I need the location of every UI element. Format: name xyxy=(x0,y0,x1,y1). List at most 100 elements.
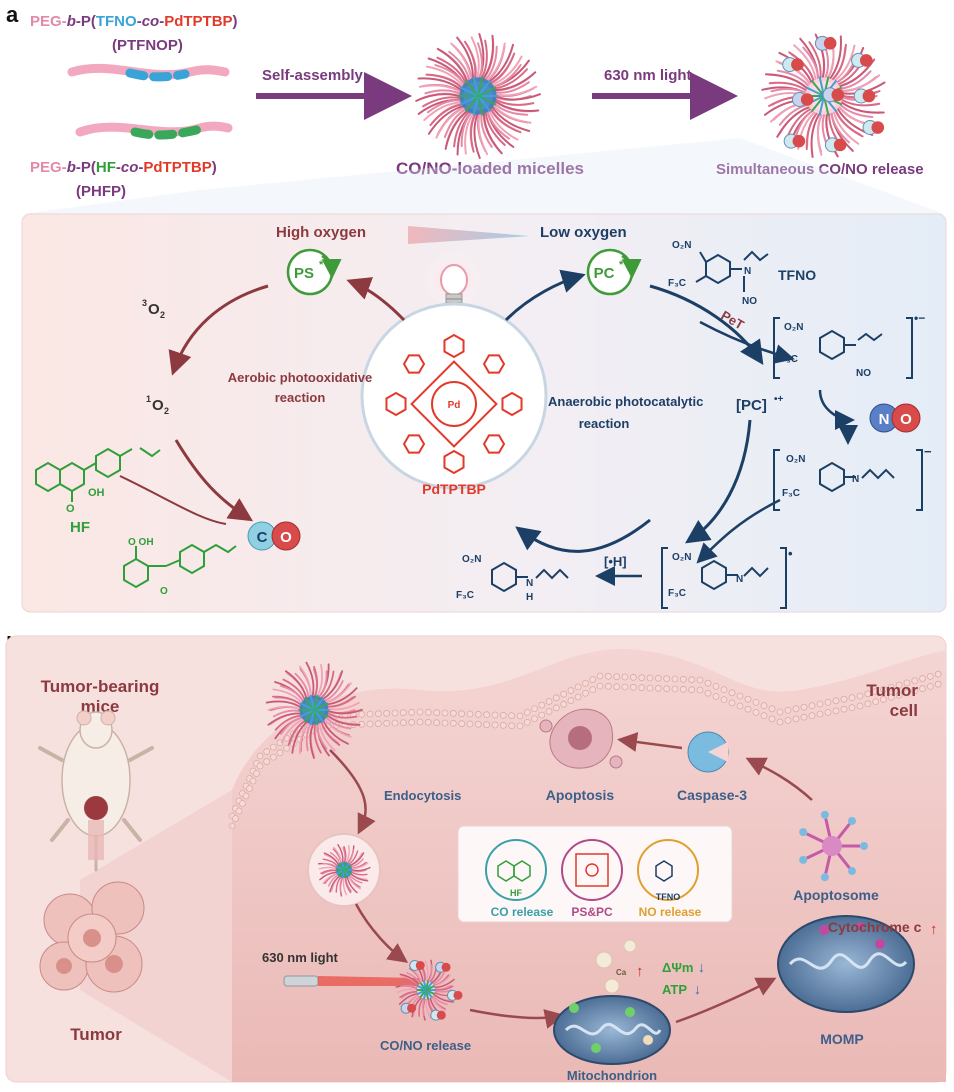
tfno-n: N xyxy=(744,266,751,277)
hf-oh: OH xyxy=(88,487,105,499)
aerobic-label-1: Aerobic photooxidative xyxy=(228,370,372,385)
light-bulb-icon xyxy=(424,250,484,310)
product-nh: N xyxy=(526,578,533,589)
hf-label: HF xyxy=(70,519,90,536)
endocytosed-micelle xyxy=(318,844,371,897)
tfno-no2: O₂N xyxy=(672,240,691,251)
phfp-label: PEG-b-P(HF-co-PdTPTBP) xyxy=(30,159,217,176)
atp-label: ATP xyxy=(662,982,687,997)
phfp-polymer xyxy=(75,121,233,140)
product-no2: O₂N xyxy=(462,554,481,565)
endocytosis-arrow xyxy=(329,749,376,835)
momp-mitochondrion xyxy=(777,915,915,1013)
tumor-cell-label-1: Tumor xyxy=(866,681,918,700)
apoptosome-to-caspase-arrow xyxy=(745,757,813,801)
ptfnop-pd: PdTPTBP xyxy=(164,13,232,30)
ptfnop-label: PEG-b-P(TFNO-co-PdTPTBP) xyxy=(30,13,238,30)
self-assembly-label: Self-assembly xyxy=(262,67,364,84)
aminyl-radical-molecule xyxy=(661,547,787,609)
pc-radical-sign: •+ xyxy=(774,394,784,405)
tfno-radical-anion xyxy=(773,317,913,379)
inset-co-release: CO release xyxy=(491,905,554,919)
releasing-micelle xyxy=(761,33,886,158)
singlet-oxygen-label: 1 O 2 xyxy=(146,394,169,416)
svg-text:2: 2 xyxy=(164,406,169,416)
product-o: O xyxy=(160,586,168,597)
ptfnop-tfno: TFNO xyxy=(96,13,137,30)
caspase-3-icon xyxy=(687,731,729,773)
co-no-release-label: CO/NO release xyxy=(380,1038,471,1053)
laser-light-label: 630 nm light xyxy=(262,950,339,965)
pc-radical-cation-label: [PC] xyxy=(736,397,767,414)
hf-molecule xyxy=(35,447,161,502)
calcium-ions xyxy=(595,939,637,994)
panel-a-letter: a xyxy=(6,2,19,27)
apoptosome-illustration xyxy=(799,810,868,882)
ptfnop-p: -P( xyxy=(76,13,96,30)
caspase-label: Caspase-3 xyxy=(677,787,747,803)
radical2-sign: • xyxy=(788,546,793,561)
inset-ps-pc-cycle xyxy=(561,839,623,901)
arrow-tfno-to-radical xyxy=(699,320,795,364)
light-label-a: 630 nm light xyxy=(604,67,692,84)
apoptosome-label: Apoptosome xyxy=(793,887,879,903)
laser-fiber-icon xyxy=(283,975,420,987)
ptfnop-peg: PEG- xyxy=(30,13,67,30)
pc-label: PC xyxy=(594,265,615,282)
dpsi-label: ΔΨm xyxy=(662,960,693,975)
caspase-to-apoptosis-arrow xyxy=(617,732,683,752)
arrow-no-release xyxy=(818,389,855,430)
aminyl-anion-molecule xyxy=(773,449,923,511)
product-oh: O OH xyxy=(128,537,154,548)
anaerobic-label-1: Anaerobic photocatalytic xyxy=(548,394,703,409)
mitochondrion-label: Mitochondrion xyxy=(567,1068,657,1083)
anaerobic-label-2: reaction xyxy=(579,416,630,431)
co-molecule-icon: C O xyxy=(247,521,301,551)
apoptosis-label: Apoptosis xyxy=(546,787,615,803)
singlet-o: O xyxy=(152,397,164,414)
phfp-dash1: - xyxy=(116,159,121,176)
mito-to-momp-arrow xyxy=(675,977,777,1024)
inset-tfno-label: TFNO xyxy=(656,892,681,902)
co-no-loaded-micelle xyxy=(415,33,541,159)
tfno-cf3: F₃C xyxy=(668,278,686,289)
pdtptbp-structure: Pd xyxy=(385,333,523,475)
amine-product-molecule xyxy=(491,561,569,593)
ptfnop-b: b xyxy=(67,13,76,30)
radical2-no2: O₂N xyxy=(672,552,691,563)
ps-star: * xyxy=(319,259,324,271)
phfp-hf: HF xyxy=(96,159,116,176)
arrow-radical-down xyxy=(685,419,752,544)
phfp-dash2: - xyxy=(138,159,143,176)
anion-n: N xyxy=(852,474,859,485)
ptfnop-co: co xyxy=(142,13,160,30)
oxygen-gradient-wedge xyxy=(408,226,530,244)
radical2-cf3: F₃C xyxy=(668,588,686,599)
ptfnop-dash1: - xyxy=(137,13,142,30)
arrow-center-to-ps xyxy=(346,277,406,322)
ptfnop-polymer xyxy=(67,63,230,82)
tfno-label: TFNO xyxy=(778,267,816,283)
phfp-peg: PEG- xyxy=(30,159,67,176)
pd-atom-label: Pd xyxy=(448,400,461,411)
co-o-atom: O xyxy=(280,529,292,546)
tfno-no: NO xyxy=(742,296,757,307)
arrow-pc-to-pc-radical xyxy=(649,284,764,365)
tumor-label: Tumor xyxy=(70,1025,122,1044)
inset-hf-label: HF xyxy=(510,888,522,898)
triplet-oxygen-label: 3 O 2 xyxy=(142,298,165,320)
micelles-label: CO/NO-loaded micelles xyxy=(396,159,584,178)
atp-down-arrow: ↓ xyxy=(694,981,701,997)
tfno-molecule xyxy=(695,250,769,292)
pc-star-node: PC * xyxy=(586,248,642,296)
ca-up-arrow: ↑ xyxy=(636,963,644,980)
triplet-o: O xyxy=(148,301,160,318)
radical-anion-sign: •− xyxy=(914,311,925,325)
high-oxygen-label: High oxygen xyxy=(276,224,366,241)
arrow-center-to-pc xyxy=(504,269,586,322)
hf-o-atom: O xyxy=(66,503,75,515)
arrow-3o2-to-1o2 xyxy=(168,284,269,376)
tumor-cell-label-2: cell xyxy=(890,701,918,720)
product-cf3: F₃C xyxy=(456,590,474,601)
